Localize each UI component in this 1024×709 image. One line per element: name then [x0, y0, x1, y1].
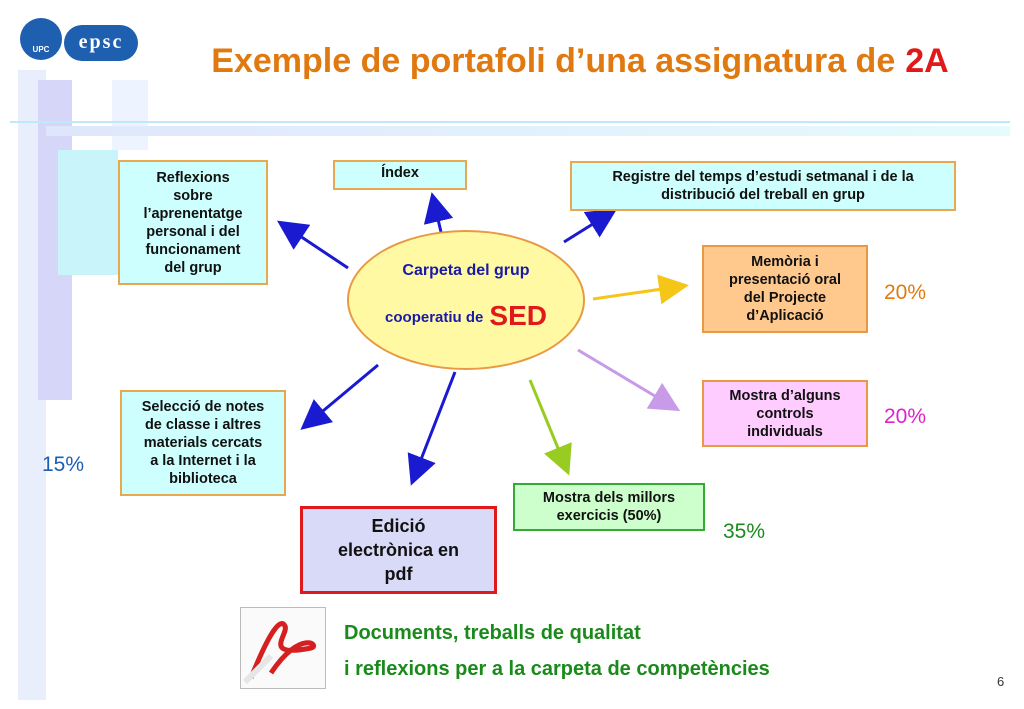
center-subtitle: cooperatiu de SED [347, 300, 585, 332]
page-title: Exemple de portafoli d’una assignatura d… [150, 42, 1010, 81]
box-mostra-exercicis-text: Mostra dels millors exercicis (50%) [542, 490, 676, 524]
footer-line-1: Documents, treballs de qualitat [344, 622, 641, 644]
pct-controls: 20% [884, 405, 927, 428]
box-registre-text: Registre del temps d’estudi setmanal i d… [612, 169, 914, 203]
arrow-to-edicio [407, 371, 457, 486]
arrow-to-exercicis [528, 379, 572, 476]
box-memoria-text: Memòria i presentació oral del Projecte … [728, 254, 841, 324]
pdf-document-icon [240, 607, 326, 689]
box-memoria: Memòria i presentació oral del Projecte … [702, 245, 868, 333]
box-edicio: Edició electrònica en pdf [300, 506, 497, 594]
center-title: Carpeta del grup [402, 262, 530, 279]
header-divider [10, 121, 1010, 123]
box-index-text: Índex [381, 165, 419, 181]
pct-seleccio: 15% [42, 453, 85, 476]
arrow-to-controls [577, 348, 681, 412]
arrow-to-reflexions [277, 220, 349, 270]
box-seleccio: Selecció de notes de classe i altres mat… [120, 390, 286, 496]
upc-logo: UPC [20, 18, 62, 60]
header-band [46, 126, 1010, 136]
box-mostra-controls: Mostra d’alguns controls individuals [702, 380, 868, 447]
title-text: Exemple de portafoli d’una assignatura d… [211, 42, 896, 80]
arrow-to-registre [563, 208, 618, 244]
arrow-to-seleccio [300, 363, 379, 430]
center-subtitle-text: cooperatiu de [385, 309, 484, 326]
center-ellipse [347, 230, 585, 370]
decorative-bar [112, 80, 148, 150]
decorative-bar [58, 150, 118, 275]
box-mostra-controls-text: Mostra d’alguns controls individuals [729, 387, 841, 440]
arrow-to-memoria [592, 274, 689, 305]
pdf-swirl-icon [242, 621, 317, 685]
center-accent: SED [489, 300, 547, 331]
arrow-to-index [423, 192, 454, 233]
epsc-logo-label: epsc [78, 31, 124, 53]
footer-line-2: i reflexions per a la carpeta de competè… [344, 658, 770, 680]
page-number: 6 [997, 674, 1005, 689]
title-accent: 2A [905, 42, 949, 80]
box-reflexions: Reflexions sobre l’aprenentatge personal… [118, 160, 268, 285]
box-edicio-text: Edició electrònica en pdf [337, 516, 460, 584]
box-mostra-exercicis: Mostra dels millors exercicis (50%) [513, 483, 705, 531]
pct-exercicis: 35% [723, 520, 766, 543]
box-registre: Registre del temps d’estudi setmanal i d… [570, 161, 956, 211]
box-reflexions-text: Reflexions sobre l’aprenentatge personal… [143, 169, 243, 276]
epsc-logo: epsc [64, 25, 138, 61]
upc-logo-label: UPC [32, 45, 50, 54]
box-seleccio-text: Selecció de notes de classe i altres mat… [141, 399, 265, 487]
box-index: Índex [333, 160, 467, 190]
pct-memoria: 20% [884, 281, 927, 304]
